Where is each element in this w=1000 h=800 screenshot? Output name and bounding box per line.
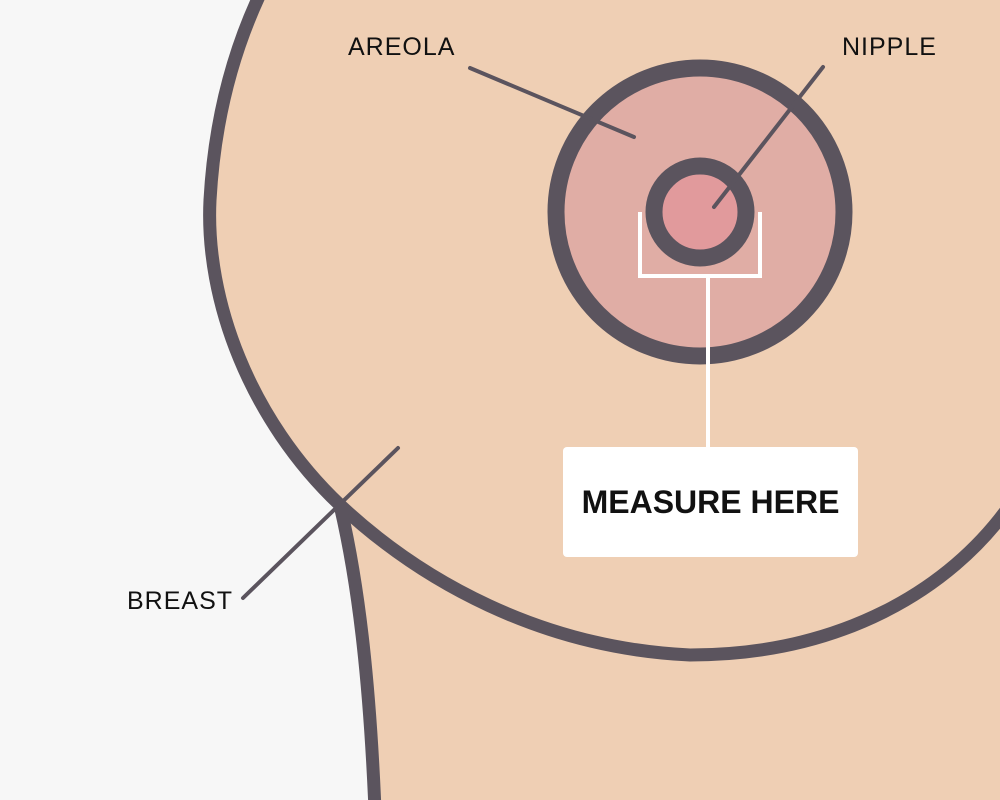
areola-leader-line [468,66,636,139]
nipple-leader-line [712,65,825,209]
breast-leader-line [241,446,400,600]
breast-outline [203,0,1000,662]
nipple-circle [645,157,755,267]
measure-here-label: MEASURE HERE [581,483,840,520]
breast-label: BREAST [127,587,234,615]
areola-label: AREOLA [348,33,456,61]
measure-bracket [638,212,762,450]
body-outline [333,498,382,800]
nipple-label: NIPPLE [842,33,937,61]
measure-callout-box: MEASURE HERE [563,447,858,557]
